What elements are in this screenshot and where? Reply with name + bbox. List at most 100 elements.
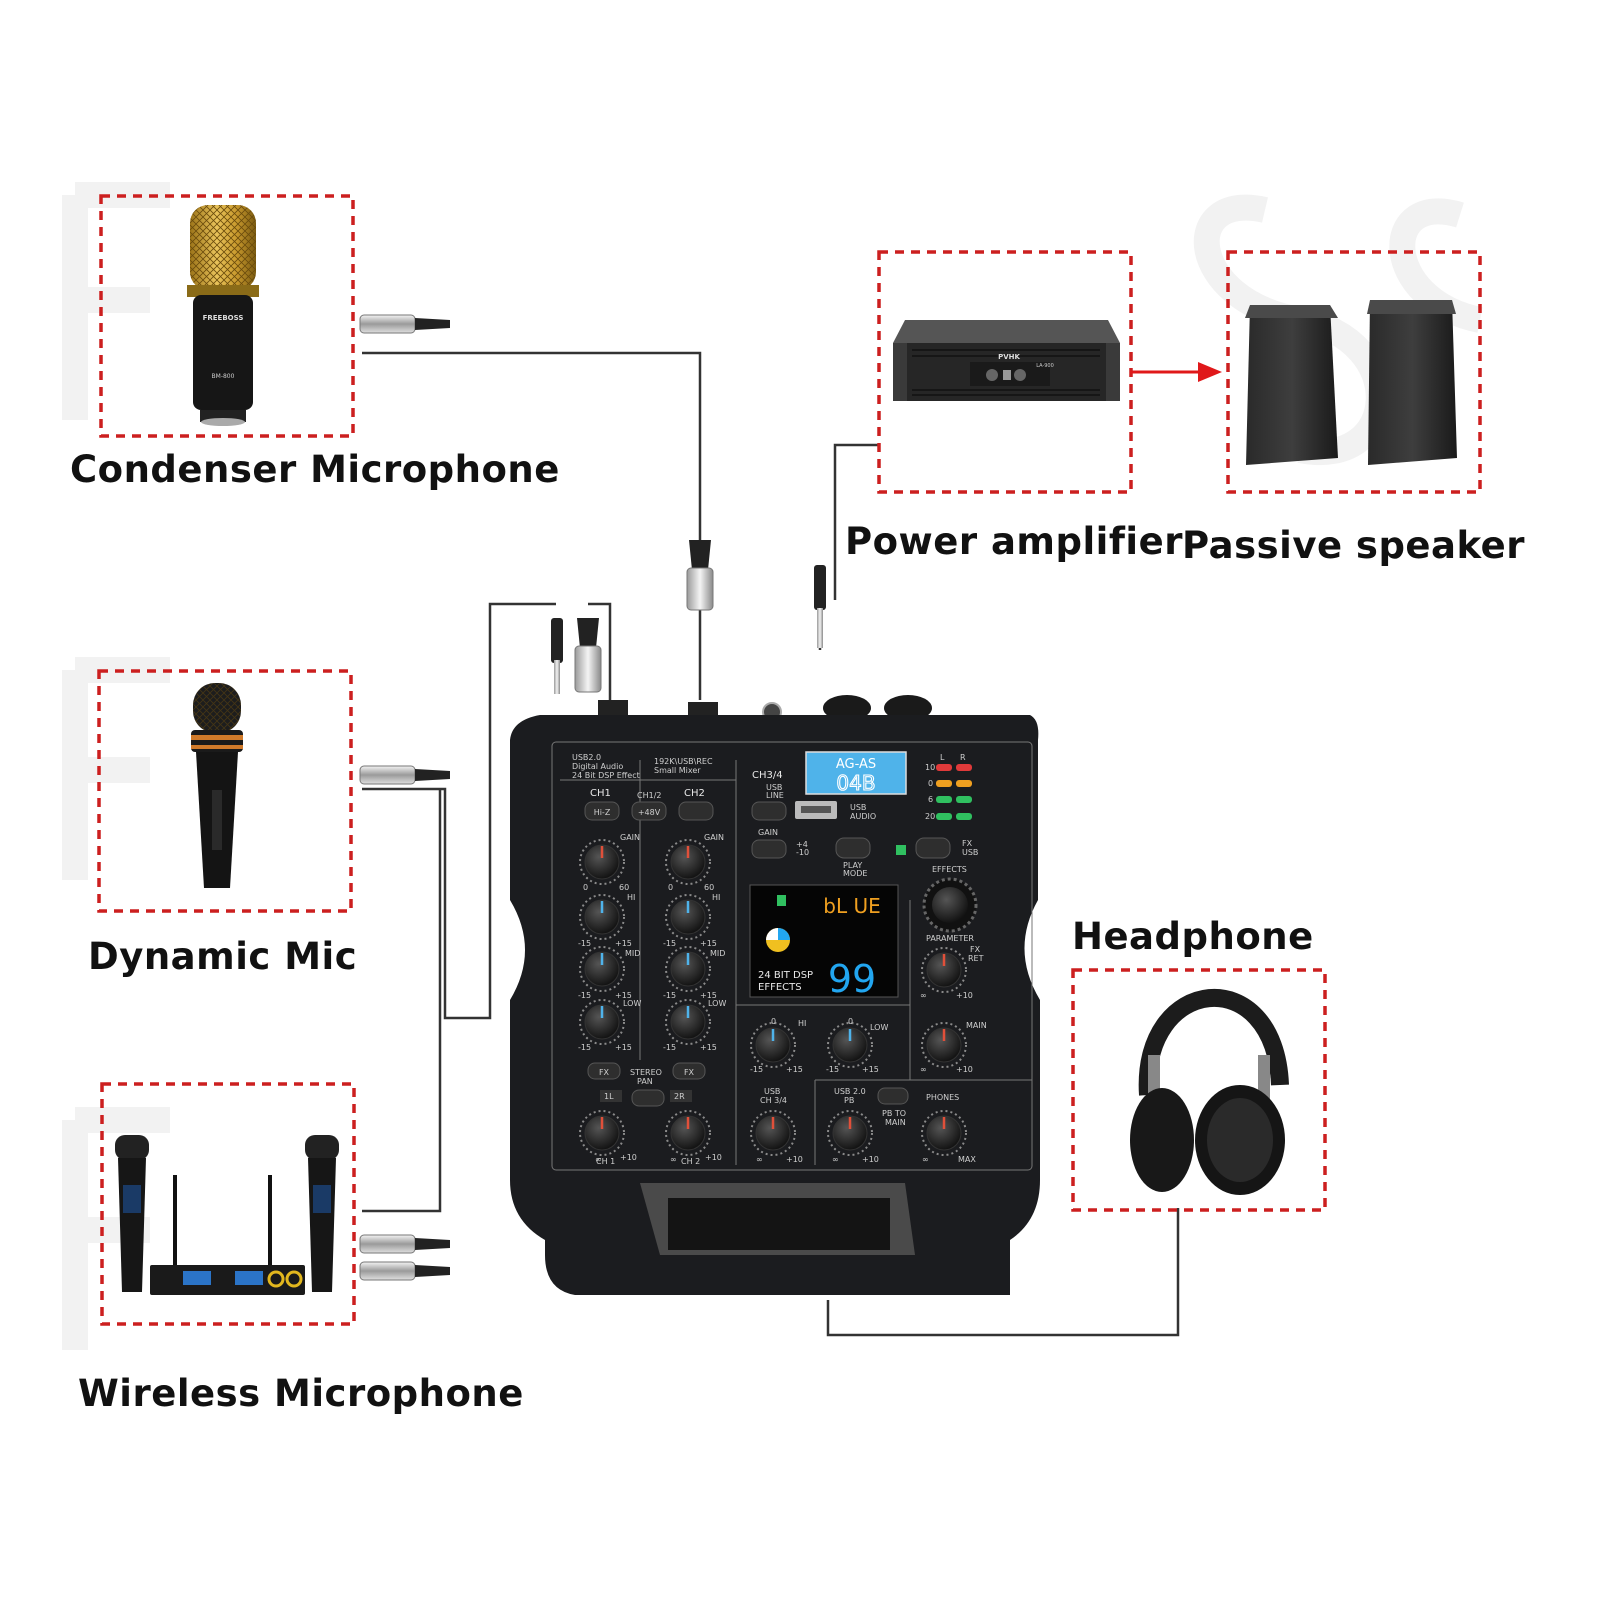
xlr-connector-condenser xyxy=(359,314,450,334)
ch34-hi-label: HI xyxy=(798,1019,806,1028)
ch2-hi-label: HI xyxy=(712,893,720,902)
fx-ret-max: +10 xyxy=(956,991,973,1000)
dsp-label-2: EFFECTS xyxy=(758,982,802,993)
mixer-info-left-1: USB2.0 xyxy=(572,753,601,762)
parameter-label: PARAMETER xyxy=(926,934,974,943)
usb-line-2: LINE xyxy=(766,791,784,800)
jack-connector-vertical xyxy=(551,618,563,694)
ch34-low-label: LOW xyxy=(870,1023,888,1032)
ch1-mid-knob[interactable] xyxy=(579,946,625,992)
ch2-mid-label: MID xyxy=(710,949,725,958)
ch2-gain-max: 60 xyxy=(704,883,714,892)
ch34-hi-knob[interactable] xyxy=(750,1022,796,1068)
box-dynamic xyxy=(97,669,353,913)
ch34-gain-label: GAIN xyxy=(758,828,778,837)
ch1-mid-label: MID xyxy=(625,949,640,958)
xlr-connector-vertical-2 xyxy=(574,618,602,693)
cable-headphone xyxy=(826,1208,1180,1337)
ch2-level-knob[interactable] xyxy=(665,1110,711,1156)
condenser-microphone: FREEBOSS BM-800 xyxy=(187,205,259,426)
pb-to-main-2: MAIN xyxy=(885,1118,906,1127)
dynamic-microphone xyxy=(191,683,243,888)
meter-level-2: 0 xyxy=(928,779,933,788)
phones-max-label: MAX xyxy=(958,1155,976,1164)
ch2-fader-min: ∞ xyxy=(670,1155,677,1164)
jack-connector-amplifier xyxy=(814,565,826,648)
ch1-fader-min: ∞ xyxy=(595,1155,602,1164)
cable-condenser xyxy=(362,351,702,540)
main-label: MAIN xyxy=(966,1021,987,1030)
ch34-low-min: -15 xyxy=(826,1065,839,1074)
ch2-gain-min: 0 xyxy=(668,883,673,892)
headphones xyxy=(1130,989,1289,1195)
ch2-fx-button-label: FX xyxy=(684,1068,695,1077)
usb20-pb-1: USB 2.0 xyxy=(834,1087,866,1096)
ch1-level-knob[interactable] xyxy=(579,1110,625,1156)
main-knob[interactable] xyxy=(921,1022,967,1068)
ch1-bottom-label: CH 1 xyxy=(596,1157,615,1166)
xlr-connector-vertical-1 xyxy=(686,540,714,611)
ch2-gain-knob[interactable] xyxy=(665,839,711,885)
box-condenser xyxy=(99,194,355,438)
usb-line-1: USB xyxy=(766,783,782,792)
ch1-gain-max: 60 xyxy=(619,883,629,892)
usb-ch34-level-knob[interactable] xyxy=(750,1110,796,1156)
usb-pb-level-knob[interactable] xyxy=(827,1110,873,1156)
usb-ch34-1: USB xyxy=(764,1087,780,1096)
ch1-fx-button-label: FX xyxy=(599,1068,610,1077)
ch1-hi-knob[interactable] xyxy=(579,894,625,940)
main-min: ∞ xyxy=(920,1065,927,1074)
hiz-button-label: Hi-Z xyxy=(594,808,611,817)
ch1-mid-max: +15 xyxy=(615,991,632,1000)
condenser-mic-brand: FREEBOSS xyxy=(203,314,244,322)
ch2-low-knob[interactable] xyxy=(665,999,711,1045)
amplifier-brand: PVHK xyxy=(998,353,1020,361)
meter-level-4: 20 xyxy=(925,812,935,821)
ch34-hi-max: +15 xyxy=(786,1065,803,1074)
amplifier-model: LA-900 xyxy=(1036,363,1054,369)
ch2-mid-min: -15 xyxy=(663,991,676,1000)
usb-pb-fader-min: ∞ xyxy=(832,1155,839,1164)
usb20-pb-2: PB xyxy=(844,1096,854,1105)
label-wireless-microphone: Wireless Microphone xyxy=(78,1372,524,1415)
phones-knob[interactable] xyxy=(921,1110,967,1156)
ch34-low-knob[interactable] xyxy=(827,1022,873,1068)
fx-ret-knob[interactable] xyxy=(921,947,967,993)
usb-audio-1: USB xyxy=(850,803,866,812)
display-number: 99 xyxy=(828,957,876,1001)
mixer-info-left-3: 24 Bit DSP Effect xyxy=(572,771,640,780)
ch1-gain-knob[interactable] xyxy=(579,839,625,885)
ch2-hi-min: -15 xyxy=(663,939,676,948)
effects-label: EFFECTS xyxy=(932,865,967,874)
ch1-low-min: -15 xyxy=(578,1043,591,1052)
label-dynamic-mic: Dynamic Mic xyxy=(88,935,358,978)
ch1-gain-label: GAIN xyxy=(620,833,640,842)
ch2-mid-knob[interactable] xyxy=(665,946,711,992)
stereo-pan-1: STEREO xyxy=(630,1068,662,1077)
ch1-low-knob[interactable] xyxy=(579,999,625,1045)
ch1-label: CH1 xyxy=(590,788,611,799)
ch12-label: CH1/2 xyxy=(637,791,661,800)
ch34-low-zero: 0 xyxy=(848,1017,853,1026)
arrow-amp-to-speaker xyxy=(1130,362,1222,382)
ch2-hi-knob[interactable] xyxy=(665,894,711,940)
usb-ch34-fader-max: +10 xyxy=(786,1155,803,1164)
mixer-info-right-2: Small Mixer xyxy=(654,766,701,775)
xlr-connector-wireless-1 xyxy=(359,1234,450,1254)
phones-min: ∞ xyxy=(922,1155,929,1164)
dsp-label-1: 24 BIT DSP xyxy=(758,970,813,981)
ch2-mid-max: +15 xyxy=(700,991,717,1000)
ch34-label: CH3/4 xyxy=(752,770,783,781)
fx-ret-2: RET xyxy=(968,954,984,963)
mixer-model-line1: AG-AS xyxy=(836,757,876,772)
meter-level-1: 10 xyxy=(925,763,935,772)
ch2-label: CH2 xyxy=(684,788,705,799)
fx-usb-2: USB xyxy=(962,848,978,857)
cable-wireless xyxy=(362,789,442,1213)
main-max: +10 xyxy=(956,1065,973,1074)
ch2-fader-max: +10 xyxy=(705,1153,722,1162)
ch1-hi-min: -15 xyxy=(578,939,591,948)
label-power-amplifier: Power amplifier xyxy=(845,520,1183,563)
meter-r-label: R xyxy=(960,753,966,762)
wireless-microphone-system xyxy=(115,1135,339,1295)
